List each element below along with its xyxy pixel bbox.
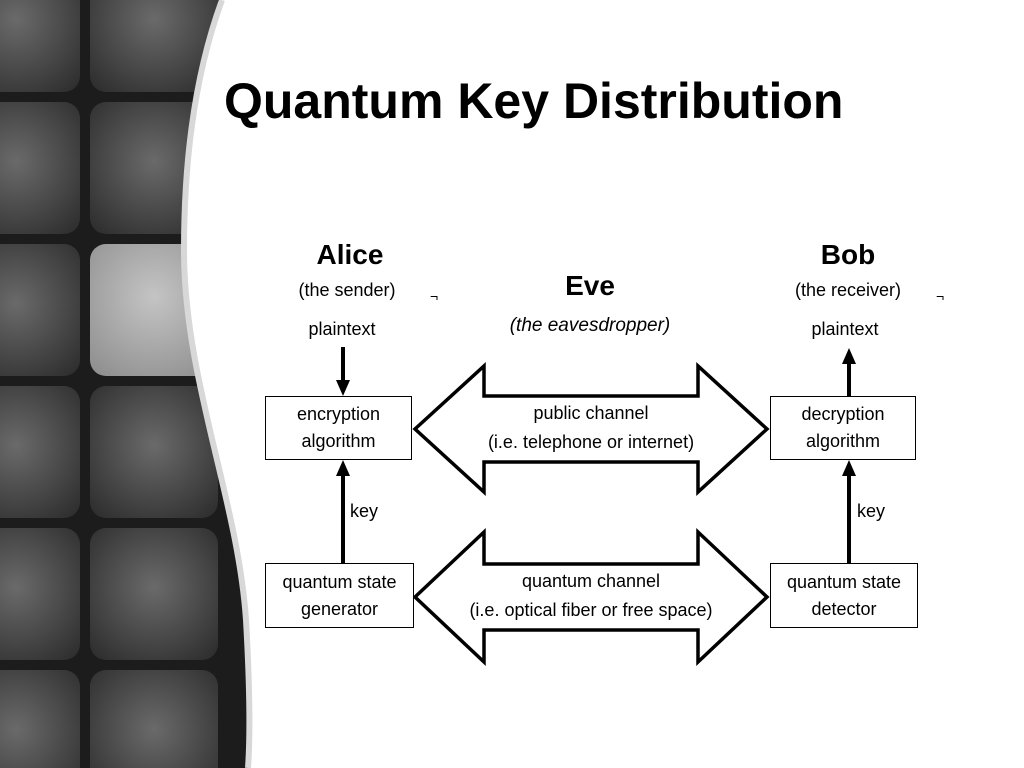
tile [90, 0, 218, 92]
quantum-channel-label: quantum channel [521, 571, 661, 591]
public-channel-example: (i.e. telephone or internet) [487, 432, 695, 452]
alice-key-arrow [336, 460, 350, 563]
bob-key-arrow [842, 460, 856, 563]
generator-box-line1: quantum state [282, 571, 397, 592]
quantum-channel-example: (i.e. optical fiber or free space) [469, 600, 713, 620]
quantum-state-generator-box: quantum state generator [265, 563, 414, 628]
detector-box-line1: quantum state [786, 571, 902, 592]
alice-plaintext: plaintext [308, 319, 376, 339]
tile [0, 102, 80, 234]
tile [90, 528, 218, 660]
encryption-box-line2: algorithm [301, 431, 376, 451]
encryption-algorithm-box: encryption algorithm [265, 396, 412, 460]
public-channel-label: public channel [533, 403, 649, 423]
bob-role: (the receiver) [794, 280, 902, 300]
decryption-box-line1: decryption [801, 404, 885, 424]
tile [0, 528, 80, 660]
tile [0, 670, 80, 768]
alice-role: (the sender) [298, 280, 396, 300]
bob-plaintext: plaintext [811, 319, 879, 339]
public-channel-arrow [412, 362, 770, 496]
quantum-channel-arrow [412, 527, 770, 667]
tile [0, 386, 80, 518]
alice-plaintext-arrow [336, 347, 350, 396]
decryption-box-line2: algorithm [805, 431, 881, 451]
slide-title: Quantum Key Distribution [224, 73, 844, 129]
tile [90, 670, 218, 768]
bob-name: Bob [820, 239, 876, 270]
tile [0, 0, 80, 92]
tick-mark-right: ¬ [936, 288, 945, 304]
eve-role: (the eavesdropper) [509, 315, 671, 336]
detector-box-line2: detector [811, 598, 877, 619]
bob-key-label: key [857, 501, 886, 521]
alice-name: Alice [316, 239, 384, 270]
alice-key-label: key [350, 501, 379, 521]
tile [0, 244, 80, 376]
generator-box-line2: generator [300, 598, 379, 619]
bob-plaintext-arrow [842, 348, 856, 396]
tick-mark-left: ¬ [430, 288, 439, 304]
encryption-box-line1: encryption [296, 404, 381, 424]
decryption-algorithm-box: decryption algorithm [770, 396, 916, 460]
eve-name: Eve [565, 270, 615, 301]
quantum-state-detector-box: quantum state detector [770, 563, 918, 628]
tile [90, 386, 218, 518]
